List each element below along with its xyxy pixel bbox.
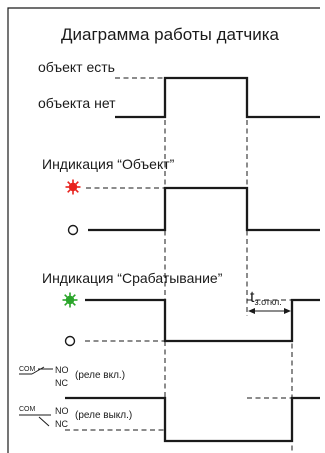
label-indication-object: Индикация “Объект”: [42, 156, 175, 172]
relay-off-contact: [38, 416, 50, 427]
green-led-icon: [62, 292, 78, 308]
label-object-absent: объекта нет: [38, 95, 116, 111]
off-led-icon: [64, 335, 76, 347]
relay-off-nc-label: NC: [55, 419, 68, 429]
relay-on-label: (реле вкл.): [75, 370, 125, 381]
off-led-icon: [67, 224, 79, 236]
trigger-indication-trace: [85, 298, 320, 343]
diagram-title: Диаграмма работы датчика: [61, 25, 280, 44]
diagram-frame: [7, 7, 320, 453]
relay-on-com-label: COM: [19, 366, 36, 373]
delay-arrow-left-head: [248, 308, 255, 314]
relay-on-trace: [65, 396, 320, 443]
label-indication-trigger: Индикация “Срабатывание”: [42, 270, 223, 286]
red-led-icon: [65, 179, 81, 195]
relay-on-nc-label: NC: [55, 378, 68, 388]
relay-on-contact: [31, 366, 45, 375]
object-indication-trace: [88, 186, 320, 232]
relay-off-no-label: NO: [55, 406, 69, 416]
delay-label: tз.откл.: [250, 289, 282, 307]
object-signal-trace: [115, 76, 320, 119]
label-object-present: объект есть: [38, 59, 115, 75]
relay-off-com-label: COM: [19, 406, 36, 413]
relay-on-no-label: NO: [55, 365, 69, 375]
relay-off-label: (реле выкл.): [75, 410, 132, 421]
delay-arrow-right-head: [284, 308, 291, 314]
